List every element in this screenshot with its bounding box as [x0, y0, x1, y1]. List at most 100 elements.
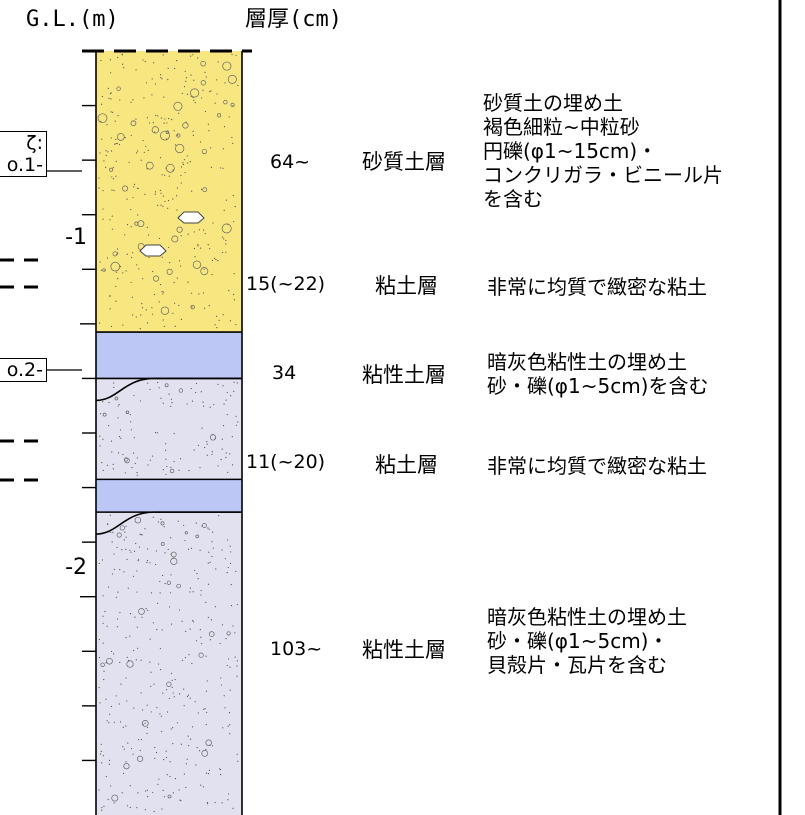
thickness-column-label: 層厚(cm) — [245, 7, 342, 32]
sediment-speck — [228, 290, 230, 292]
sediment-speck — [163, 526, 165, 528]
sediment-speck — [207, 562, 209, 564]
sediment-speck — [118, 403, 120, 406]
sediment-speck — [186, 695, 189, 698]
sediment-speck — [217, 383, 219, 385]
sediment-speck — [150, 711, 152, 713]
sediment-speck — [125, 525, 127, 527]
sediment-speck — [102, 401, 104, 403]
sediment-speck — [188, 654, 190, 656]
sediment-speck — [229, 689, 231, 691]
sediment-speck — [156, 707, 158, 709]
sediment-speck — [146, 704, 148, 706]
sediment-speck — [130, 281, 132, 284]
sediment-speck — [130, 134, 132, 137]
sediment-speck — [197, 712, 199, 714]
sediment-speck — [209, 639, 212, 641]
sediment-speck — [133, 707, 135, 709]
sediment-speck — [194, 569, 196, 572]
sediment-speck — [233, 390, 235, 392]
sediment-speck — [225, 199, 227, 201]
sediment-speck — [135, 316, 137, 318]
sediment-speck — [117, 114, 119, 117]
pebble — [198, 652, 204, 658]
sediment-speck — [225, 243, 227, 245]
sample-label-2-line-1: o.2- — [6, 359, 43, 381]
pebble — [160, 306, 170, 315]
sediment-speck — [187, 694, 190, 696]
sediment-speck — [125, 548, 127, 550]
sediment-speck — [163, 325, 165, 328]
sediment-speck — [226, 391, 228, 394]
sediment-speck — [166, 465, 168, 468]
sediment-speck — [222, 148, 224, 150]
pebble — [160, 521, 165, 526]
sediment-speck — [180, 800, 182, 802]
layer-2-description: 非常に均質で緻密な粘土 — [487, 275, 707, 299]
sediment-speck — [137, 214, 139, 216]
sediment-speck — [156, 602, 159, 604]
sediment-speck — [151, 313, 154, 315]
sediment-speck — [202, 292, 205, 294]
sediment-speck — [229, 666, 231, 668]
sediment-speck — [106, 464, 108, 466]
sediment-speck — [161, 731, 163, 733]
sediment-speck — [162, 205, 164, 207]
sediment-speck — [186, 403, 188, 405]
sediment-speck — [227, 539, 229, 541]
sediment-speck — [112, 178, 115, 180]
sediment-speck — [193, 79, 195, 81]
pebble — [124, 457, 130, 464]
sediment-speck — [154, 131, 156, 133]
sediment-speck — [192, 619, 194, 622]
depth-tick-label-1m: -1 — [65, 225, 87, 250]
sediment-speck — [135, 659, 137, 661]
pebble — [190, 304, 195, 310]
sediment-speck — [98, 789, 100, 791]
sediment-speck — [206, 443, 208, 445]
layer-2-description-line: 非常に均質で緻密な粘土 — [487, 275, 707, 299]
pebble — [137, 755, 144, 762]
layer-5-name: 粘性土層 — [362, 638, 446, 662]
sediment-speck — [138, 268, 140, 270]
pebble — [106, 657, 113, 665]
sediment-speck — [162, 402, 164, 404]
sediment-speck — [189, 697, 191, 699]
sediment-speck — [121, 792, 123, 794]
sediment-speck — [174, 144, 177, 146]
sediment-speck — [178, 112, 180, 114]
layer-1-description: 砂質土の埋め土 褐色細粒~中粒砂 円礫(φ1~15cm)・ コンクリガラ・ビニー… — [483, 91, 723, 211]
sediment-speck — [172, 169, 174, 171]
sediment-speck — [113, 189, 115, 192]
sediment-speck — [192, 134, 194, 136]
sediment-speck — [158, 778, 160, 780]
sediment-speck — [207, 803, 209, 805]
sediment-speck — [146, 559, 149, 562]
sediment-speck — [111, 215, 113, 217]
sediment-speck — [111, 228, 114, 230]
sediment-speck — [207, 583, 210, 585]
pebble — [110, 261, 121, 272]
sediment-speck — [180, 743, 182, 745]
layer-1-thickness: 64~ — [270, 151, 311, 173]
sediment-speck — [181, 620, 183, 622]
sediment-speck — [122, 63, 124, 65]
sediment-speck — [224, 558, 226, 560]
sediment-speck — [167, 67, 169, 69]
sediment-speck — [205, 601, 207, 603]
sediment-speck — [192, 54, 194, 56]
sediment-speck — [177, 134, 179, 136]
sediment-speck — [183, 86, 186, 88]
sediment-speck — [112, 468, 114, 470]
sediment-speck — [173, 460, 175, 463]
sediment-speck — [119, 611, 121, 614]
sediment-speck — [145, 145, 147, 147]
sediment-speck — [105, 662, 107, 664]
sediment-speck — [190, 55, 192, 57]
sediment-speck — [197, 57, 199, 59]
sediment-speck — [219, 642, 221, 645]
sediment-speck — [158, 237, 161, 240]
layer-3-thickness: 34 — [272, 362, 297, 384]
sediment-speck — [207, 773, 210, 775]
